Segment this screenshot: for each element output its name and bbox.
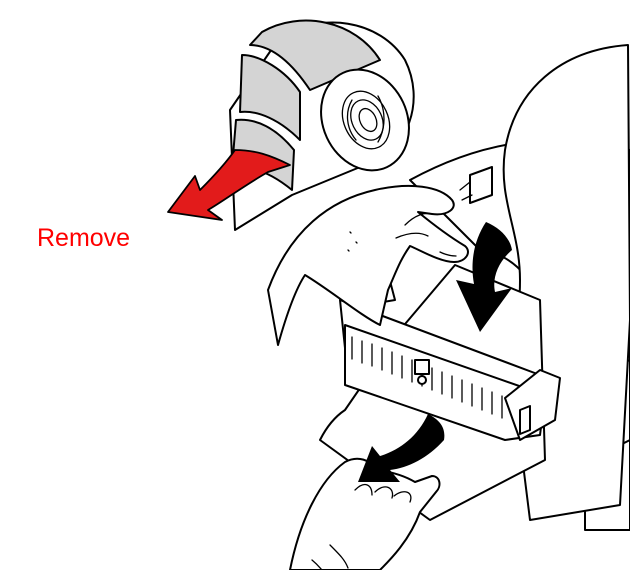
remove-label: Remove — [37, 223, 130, 253]
